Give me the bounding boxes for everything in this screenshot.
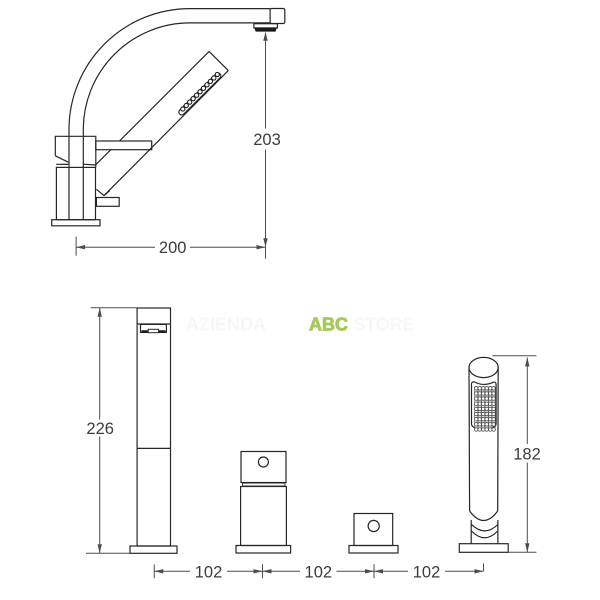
svg-text:102: 102: [305, 564, 333, 582]
svg-text:102: 102: [195, 564, 223, 582]
svg-text:200: 200: [159, 239, 187, 257]
svg-text:226: 226: [86, 420, 114, 438]
svg-text:182: 182: [513, 446, 541, 464]
svg-text:STORE: STORE: [353, 315, 415, 335]
svg-text:ABC: ABC: [309, 315, 348, 335]
svg-text:AZIENDA: AZIENDA: [186, 315, 266, 335]
svg-text:102: 102: [413, 564, 441, 582]
svg-text:203: 203: [253, 131, 281, 149]
